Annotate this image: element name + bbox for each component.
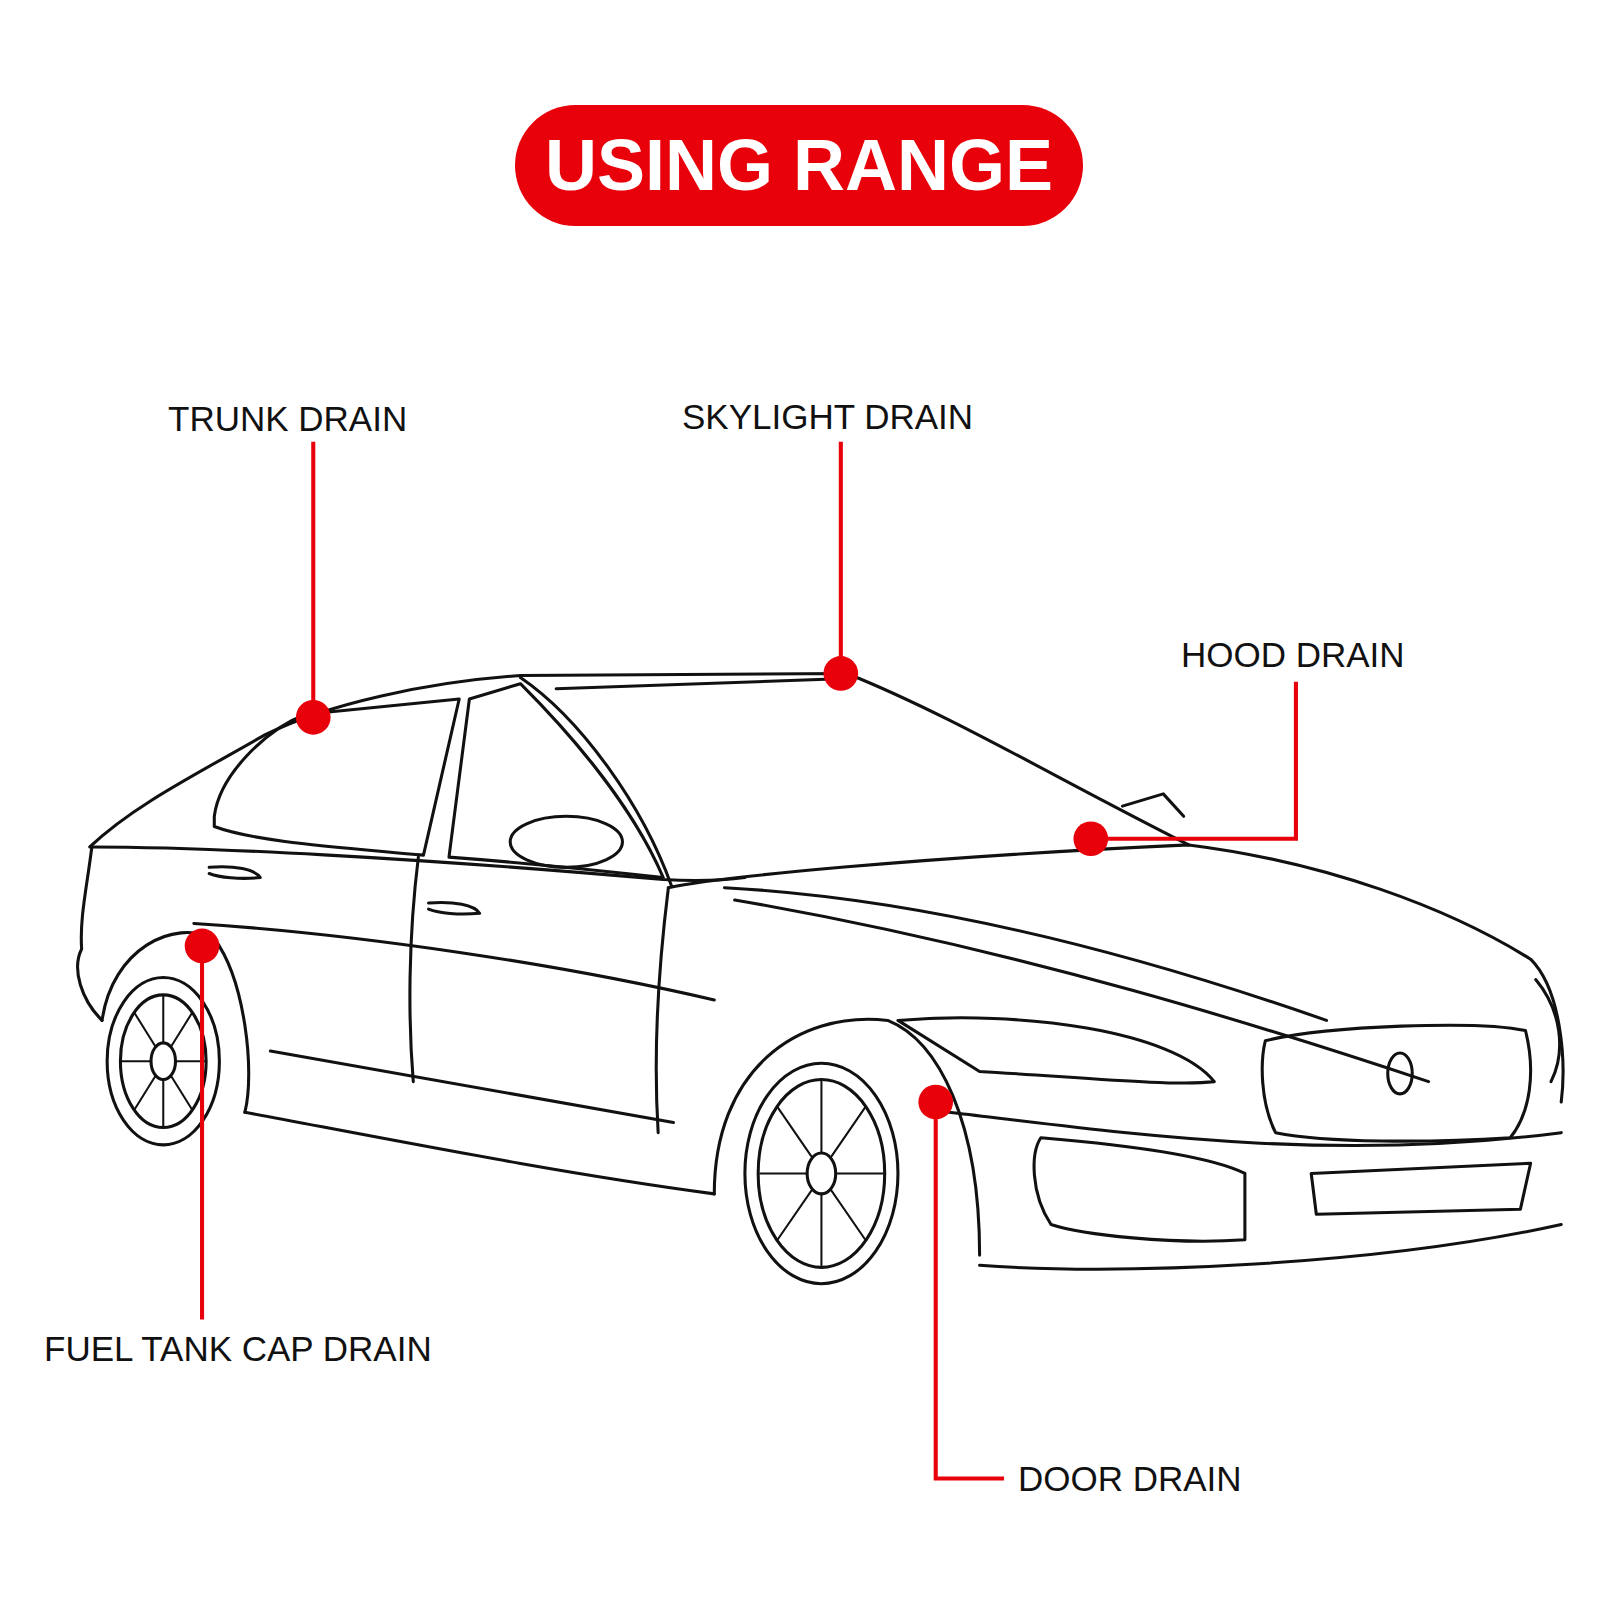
rear-hub bbox=[151, 1043, 175, 1080]
door-lines bbox=[410, 857, 668, 1133]
callout-label: TRUNK DRAIN bbox=[168, 401, 407, 436]
wiper-mirror bbox=[1122, 794, 1183, 816]
windshield-edge bbox=[556, 679, 847, 689]
front-rim bbox=[758, 1080, 885, 1268]
a-pillar bbox=[520, 678, 671, 886]
front-window bbox=[449, 684, 663, 878]
leader-line bbox=[936, 1102, 1004, 1479]
callout-label: FUEL TANK CAP DRAIN bbox=[44, 1331, 432, 1366]
leader-line bbox=[311, 442, 315, 718]
callout-label: DOOR DRAIN bbox=[1018, 1461, 1242, 1496]
front-arch bbox=[714, 1019, 979, 1255]
badge bbox=[1388, 1053, 1412, 1094]
sill-line bbox=[270, 1051, 673, 1122]
right-headlight bbox=[1536, 980, 1560, 1082]
rear-end bbox=[78, 847, 102, 1020]
callout-label: HOOD DRAIN bbox=[1181, 637, 1405, 672]
drain-dot bbox=[1073, 821, 1108, 856]
bumper-lines bbox=[949, 1112, 1561, 1269]
headlight bbox=[898, 1018, 1214, 1083]
drain-dot bbox=[185, 929, 220, 964]
car-lines bbox=[78, 673, 1563, 1283]
rear-rim bbox=[120, 995, 206, 1128]
rear-window bbox=[214, 699, 459, 855]
door-handles bbox=[209, 867, 479, 914]
fog-light bbox=[1034, 1138, 1245, 1241]
drain-dot bbox=[823, 656, 858, 691]
front-hub bbox=[807, 1153, 836, 1194]
rocker bbox=[245, 1112, 714, 1194]
drain-dot bbox=[918, 1085, 953, 1120]
leader-line bbox=[1091, 682, 1296, 839]
grille bbox=[1262, 1025, 1530, 1141]
leader-lines bbox=[202, 442, 1296, 1479]
front-spokes bbox=[760, 1082, 882, 1266]
mirror bbox=[510, 816, 622, 867]
lower-intake bbox=[1311, 1163, 1530, 1214]
hood-creases bbox=[724, 888, 1428, 1082]
rear-spokes bbox=[120, 995, 206, 1128]
callout-label: SKYLIGHT DRAIN bbox=[682, 399, 973, 434]
roof-line bbox=[90, 673, 1189, 846]
drain-dot bbox=[296, 700, 331, 735]
character-line bbox=[194, 923, 714, 1000]
leader-line bbox=[839, 442, 843, 674]
leader-line bbox=[200, 946, 204, 1319]
hood-outline bbox=[668, 845, 1563, 1102]
drain-dots bbox=[185, 656, 1108, 1119]
front-tyre bbox=[745, 1063, 898, 1283]
title-pill: USING RANGE bbox=[515, 105, 1083, 226]
